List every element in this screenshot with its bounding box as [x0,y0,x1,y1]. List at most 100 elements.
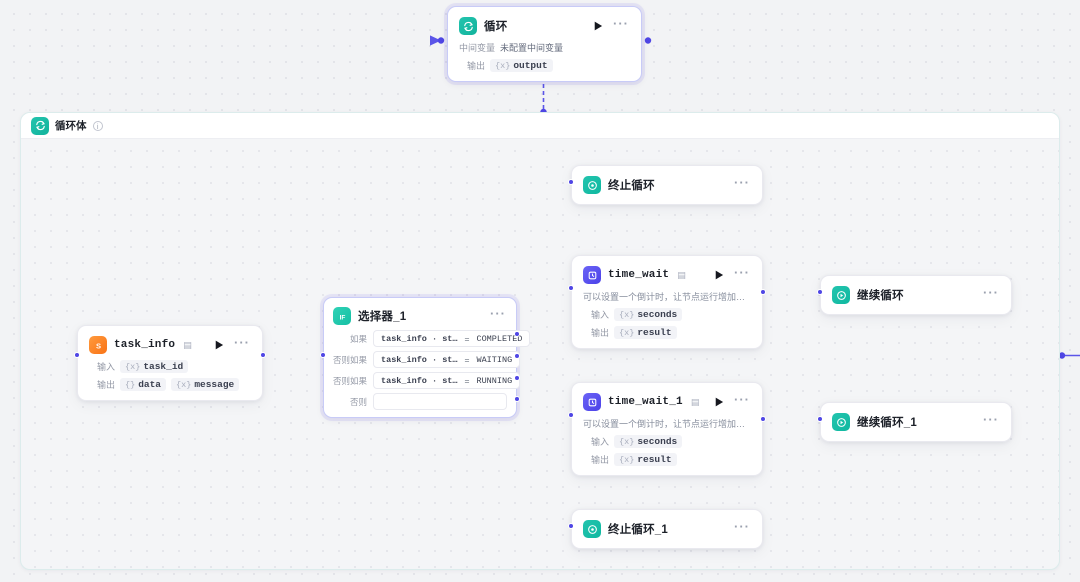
task-info-output-row: 输出 {} data {x} message [89,378,251,391]
condition-value: COMPLETED [476,333,523,344]
play-icon[interactable] [592,20,605,33]
condition-value: RUNNING [476,375,513,386]
more-dots-icon[interactable]: ··· [734,391,750,407]
condition-box[interactable]: task_info · st… = COMPLETED [373,330,531,347]
node-selector-header: IF 选择器_1 ··· [333,306,507,326]
output-label: 输出 [96,380,115,390]
port-selector-out-2[interactable] [514,353,520,359]
loop-body-header: 循环体 i [21,113,1059,139]
input-label: 输入 [590,310,609,320]
node-loop[interactable]: 循环 ··· 中间变量 未配置中间变量 输出 {x} output [447,6,642,82]
port-break-1-in[interactable] [568,523,574,529]
play-icon[interactable] [213,339,226,352]
port-task-info-out[interactable] [260,352,266,358]
node-break-loop-1[interactable]: 终止循环_1 ··· [571,509,763,549]
loop-output-row: 输出 {x} output [459,59,630,72]
output-label: 输出 [590,328,609,338]
more-dots-icon[interactable]: ··· [734,518,750,534]
wait-plugin-icon [583,393,601,411]
task-info-input-row: 输入 {x} task_id [89,360,251,373]
node-break-loop-title: 终止循环 [608,180,655,192]
chip-type: {x} [619,454,635,465]
more-dots-icon[interactable]: ··· [983,411,999,427]
more-dots-icon[interactable]: ··· [983,284,999,300]
loop-output-label: 输出 [466,61,485,71]
port-time-wait-out[interactable] [760,289,766,295]
port-selector-out-1[interactable] [514,331,520,337]
svg-text:IF: IF [339,314,345,321]
port-task-info-in[interactable] [74,352,80,358]
more-dots-icon[interactable]: ··· [734,264,750,280]
tag-icon: ▤ [690,396,700,407]
break-loop-icon [583,520,601,538]
node-time-wait-description: 可以设置一个倒计时，让节点运行增加一个等待，可搭配轮询步… [583,292,751,302]
condition-row[interactable]: 否则如果 task_info · st… = WAITING [333,351,521,368]
condition-box[interactable]: task_info · st… = WAITING [373,351,521,368]
node-task-info[interactable]: S task_info ▤ ··· 输入 {x} task_id 输出 {} d… [77,325,263,401]
more-dots-icon[interactable]: ··· [234,334,250,350]
port-loop-left [437,37,445,44]
port-continue-1-in[interactable] [817,416,823,422]
chip-name: result [637,327,672,338]
chip-message: {x} message [171,378,240,391]
node-time-wait-1-header: time_wait_1 ▤ ··· [583,392,751,412]
more-dots-icon[interactable]: ··· [613,15,629,31]
node-continue-loop-1[interactable]: 继续循环_1 ··· [820,402,1012,442]
condition-operator: = [464,375,470,386]
chip-seconds: {x} seconds [614,435,683,448]
condition-operator: = [464,354,470,365]
node-time-wait-title: time_wait [608,269,670,281]
play-icon[interactable] [713,396,726,409]
info-icon[interactable]: i [92,120,103,131]
port-break-in[interactable] [568,179,574,185]
condition-variable: task_info · st… [381,354,458,365]
chip-result: {x} result [614,326,677,339]
chip-output: {x} output [490,59,553,72]
condition-box[interactable]: task_info · st… = RUNNING [373,372,521,389]
condition-row[interactable]: 如果 task_info · st… = COMPLETED [333,330,531,347]
node-continue-loop[interactable]: 继续循环 ··· [820,275,1012,315]
chip-name: seconds [637,309,678,320]
node-time-wait-1[interactable]: time_wait_1 ▤ ··· 可以设置一个倒计时，让节点运行增加一个等待，… [571,382,763,476]
loop-icon [459,17,477,35]
port-selector-out-3[interactable] [514,375,520,381]
condition-row-else[interactable]: 否则 [333,393,507,410]
port-selector-out-4[interactable] [514,396,520,402]
chip-type: {x} [176,379,192,390]
chip-name: result [637,454,672,465]
time-wait-output-row: 输出 {x} result [583,326,751,339]
node-time-wait[interactable]: time_wait ▤ ··· 可以设置一个倒计时，让节点运行增加一个等待，可搭… [571,255,763,349]
node-continue-loop-1-header: 继续循环_1 ··· [832,412,1000,432]
condition-label: 否则 [349,396,367,407]
port-selector-in[interactable] [320,352,326,358]
chip-type: {x} [495,60,511,71]
node-selector[interactable]: IF 选择器_1 ··· 如果 task_info · st… = COMPLE… [323,297,531,418]
more-dots-icon[interactable]: ··· [490,305,506,321]
more-dots-icon[interactable]: ··· [734,174,750,190]
chip-name: seconds [637,436,678,447]
svg-text:S: S [95,341,100,350]
node-time-wait-1-description: 可以设置一个倒计时，让节点运行增加一个等待，可搭配轮询步… [583,419,751,429]
break-loop-icon [583,176,601,194]
loop-icon [31,116,49,135]
chip-data: {} data [120,378,167,391]
chip-seconds: {x} seconds [614,308,683,321]
port-continue-in[interactable] [817,289,823,295]
node-break-loop-1-title: 终止循环_1 [608,524,668,536]
port-time-wait-1-in[interactable] [568,412,574,418]
condition-label: 如果 [349,333,367,344]
port-loop-right [644,37,652,44]
loop-mid-var-value: 未配置中间变量 [500,43,564,53]
condition-box-empty[interactable] [373,393,507,410]
loop-body-container[interactable]: 循环体 i [20,112,1060,570]
input-label: 输入 [96,362,115,372]
condition-variable: task_info · st… [381,333,458,344]
chip-name: task_id [143,361,184,372]
node-break-loop[interactable]: 终止循环 ··· [571,165,763,205]
tag-icon: ▤ [183,339,192,350]
port-time-wait-1-out[interactable] [760,416,766,422]
port-time-wait-in[interactable] [568,285,574,291]
condition-row[interactable]: 否则如果 task_info · st… = RUNNING [333,372,521,389]
play-icon[interactable] [713,269,726,282]
